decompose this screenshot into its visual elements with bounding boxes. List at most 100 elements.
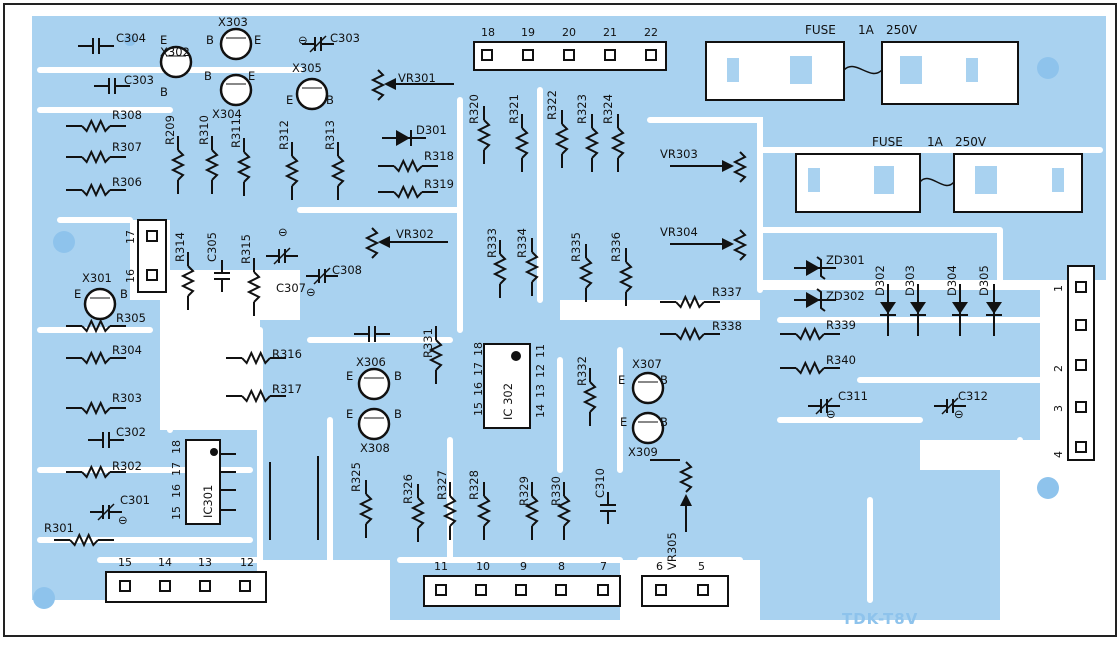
capacitor-label: C302 <box>116 425 146 439</box>
emitter-marker: E <box>74 287 81 301</box>
resistor-r322: R322 <box>545 90 570 168</box>
ic302-pin-15: 15 <box>472 402 485 416</box>
resistor-label: R338 <box>712 319 742 333</box>
resistor-r324: R324 <box>601 94 626 172</box>
fuse-1-rating: 1A <box>858 23 875 37</box>
pin-8: 8 <box>558 560 565 573</box>
base-marker: B <box>326 93 334 107</box>
resistor-label: R305 <box>116 311 146 325</box>
resistor-r337: R337 <box>660 285 742 310</box>
resistor-label: R319 <box>424 177 454 191</box>
emitter-marker: E <box>618 373 625 387</box>
resistor-r323: R323 <box>575 94 600 172</box>
ic301-pin-16: 16 <box>170 484 183 498</box>
resistor-label: R323 <box>575 94 589 124</box>
transistor-label: X302 <box>160 45 190 59</box>
capacitor-c311: C311⊖ <box>808 389 868 421</box>
resistor-label: R310 <box>197 115 211 145</box>
resistor-r328: R328 <box>467 470 492 540</box>
pin-10: 10 <box>476 560 490 573</box>
resistor-label: R314 <box>173 232 187 262</box>
resistor-r340: R340 <box>780 353 856 376</box>
zener-label: ZD301 <box>826 253 865 267</box>
pin-15: 15 <box>118 556 132 569</box>
resistor-r334: R334 <box>515 228 540 296</box>
resistor-r318: R318 <box>378 149 454 174</box>
resistor-r315: R315 <box>239 234 262 316</box>
resistor-label: R340 <box>826 353 856 367</box>
resistor-r314: R314 <box>173 232 196 310</box>
resistor-r313: R313 <box>323 120 346 200</box>
minus-marker: ⊖ <box>954 407 964 421</box>
resistor-label: R337 <box>712 285 742 299</box>
resistor-label: R326 <box>401 474 415 504</box>
capacitor-label: C304 <box>116 31 146 45</box>
resistor-label: R332 <box>575 356 589 386</box>
resistor-label: R313 <box>323 120 337 150</box>
emitter-marker: E <box>254 33 261 47</box>
resistor-r305: R305 <box>66 311 146 334</box>
pin-3: 3 <box>1052 405 1065 412</box>
pin-7: 7 <box>600 560 607 573</box>
minus-marker: ⊖ <box>298 33 308 47</box>
resistor-label: R330 <box>549 476 563 506</box>
resistor-label: R320 <box>467 94 481 124</box>
minus-marker: ⊖ <box>118 513 128 527</box>
base-marker: B <box>660 373 668 387</box>
transistor-label: X308 <box>360 441 390 455</box>
transistor-label: X309 <box>628 445 658 459</box>
diode-d305: D305 <box>977 265 1002 336</box>
ic301-pin-15: 15 <box>170 506 183 520</box>
trimmer-vr304: VR304 <box>660 225 748 261</box>
resistor-r320: R320 <box>467 94 492 164</box>
resistor-label: R335 <box>569 232 583 262</box>
resistor-r311: R311 <box>229 118 252 196</box>
resistor-label: R307 <box>112 140 142 154</box>
emitter-marker: E <box>346 369 353 383</box>
resistor-label: R331 <box>421 328 435 358</box>
resistor-label: R334 <box>515 228 529 258</box>
resistor-label: R317 <box>272 382 302 396</box>
ic302-pin-12: 12 <box>534 364 547 378</box>
capacitor-c303-left: C303 <box>94 73 154 94</box>
connector-bottom-right: 6 5 <box>641 560 729 607</box>
trimmer-label: VR302 <box>396 227 434 241</box>
base-marker: B <box>394 369 402 383</box>
pin-4: 4 <box>1052 451 1065 458</box>
resistor-r321: R321 <box>507 94 530 172</box>
capacitor-c310: C310 <box>593 468 616 524</box>
transistor-label: X304 <box>212 107 242 121</box>
resistor-label: R321 <box>507 94 521 124</box>
resistor-r329: R329 <box>517 476 540 540</box>
pin-11: 11 <box>434 560 448 573</box>
base-marker: B <box>394 407 402 421</box>
capacitor-c312: C312⊖ <box>934 389 988 421</box>
pin-17: 17 <box>124 230 137 244</box>
emitter-marker: E <box>620 415 627 429</box>
resistor-label: R328 <box>467 470 481 500</box>
pin-19: 19 <box>521 26 535 39</box>
ic301: IC301 15 16 17 18 <box>170 439 236 525</box>
resistor-r332: R332 <box>575 356 598 426</box>
base-marker: B <box>660 415 668 429</box>
trimmer-vr303: VR303 <box>660 147 748 183</box>
resistor-r325: R325 <box>349 462 374 538</box>
base-marker: B <box>204 69 212 83</box>
resistor-r310: R310 <box>197 115 220 194</box>
resistor-label: R318 <box>424 149 454 163</box>
minus-marker: ⊖ <box>278 225 288 239</box>
trimmer-label: VR304 <box>660 225 698 239</box>
connector-left: 17 16 <box>124 219 167 293</box>
ic302-pin-13: 13 <box>534 384 547 398</box>
resistor-r308: R308 <box>66 108 142 134</box>
diode-d303: D303 <box>903 265 926 336</box>
resistor-label: R324 <box>601 94 615 124</box>
transistor-label: X305 <box>292 61 322 75</box>
connector-bottom-left: 15 14 13 12 <box>105 556 267 603</box>
base-marker: B <box>160 85 168 99</box>
